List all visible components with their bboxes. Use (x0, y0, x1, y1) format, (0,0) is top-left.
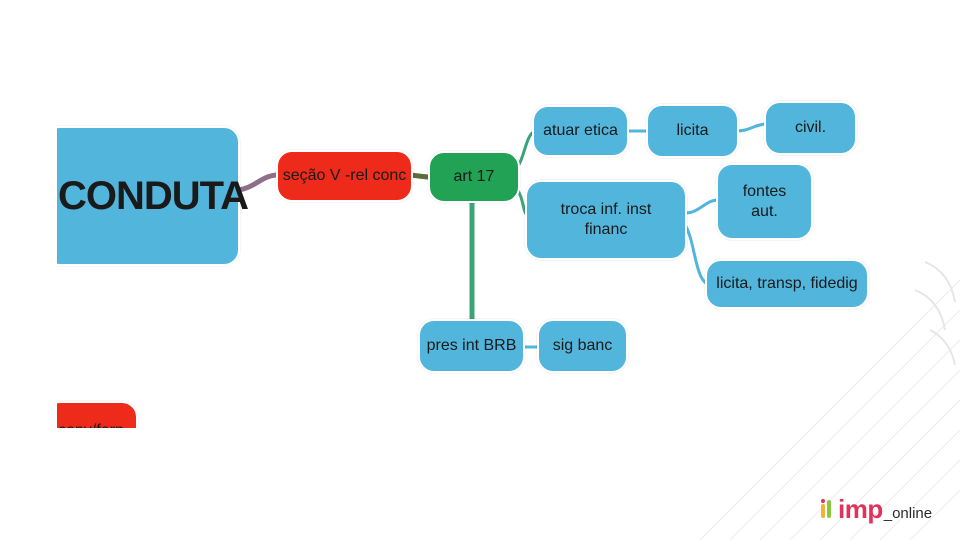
branch-mid-node[interactable]: troca inf. inst financ (525, 180, 687, 260)
branch-bottom-child-node[interactable]: sig banc (537, 319, 628, 373)
section-label: seção V -rel conc (282, 167, 407, 184)
crop-mask-bottom (0, 428, 150, 458)
article-node[interactable]: art 17 (428, 151, 520, 203)
branch-bottom-child-label: sig banc (552, 337, 613, 354)
branch-top-child-label: licita (676, 122, 709, 139)
root-label: CONDUTA (58, 174, 249, 218)
article-label: art 17 (453, 168, 495, 185)
logo-icon (821, 499, 831, 518)
branch-mid-child-2-label: licita, transp, fidedig (716, 275, 858, 292)
branch-top-child-node[interactable]: licita (646, 104, 739, 158)
branch-mid-child-1-node[interactable]: fontes aut. (716, 163, 813, 240)
branch-top-grandchild-node[interactable]: civil. (764, 101, 857, 155)
brand-logo: imp _online (820, 494, 932, 524)
branch-top-node[interactable]: atuar etica (532, 105, 629, 157)
section-node[interactable]: seção V -rel conc (276, 150, 413, 202)
branch-top-label: atuar etica (543, 122, 618, 139)
branch-mid-label: troca inf. inst financ (560, 201, 652, 238)
root-node[interactable]: CONDUTA (44, 126, 249, 266)
crop-mask-left (0, 0, 57, 540)
logo-name: imp (838, 493, 883, 524)
logo-suffix: _online (883, 504, 933, 522)
branch-bottom-label: pres int BRB (426, 337, 517, 354)
branch-top-grandchild-label: civil. (794, 119, 827, 136)
branch-bottom-node[interactable]: pres int BRB (418, 319, 525, 373)
branch-mid-child-1-label: fontes aut. (742, 182, 787, 220)
branch-mid-child-2-node[interactable]: licita, transp, fidedig (705, 259, 869, 309)
